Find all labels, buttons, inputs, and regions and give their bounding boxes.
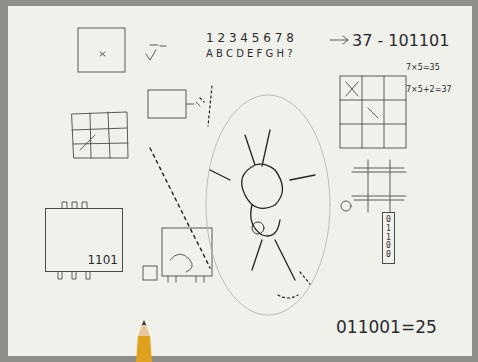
chip-pins [58, 202, 90, 279]
figure-sketch [210, 130, 315, 280]
hash-grid [352, 160, 406, 212]
box-lead [186, 102, 200, 106]
handwritten-note: 1 2 3 4 5 6 7 8 [206, 32, 294, 45]
tiny-square [143, 266, 157, 280]
ink-trail [150, 148, 210, 268]
handwritten-note: A B C D E F G H ? [206, 48, 292, 59]
oval-outline [206, 95, 330, 315]
grid-lines [340, 76, 406, 148]
handwritten-note: 7×5+2=37 [406, 86, 452, 95]
handwritten-note: 7×5=35 [406, 64, 440, 73]
tick-scribble [146, 45, 166, 60]
chip-box: 1101 [45, 208, 123, 272]
square-sketch [78, 28, 125, 72]
box-text: 01100 [386, 216, 391, 260]
small-circle [341, 201, 351, 211]
ink-spatter [200, 86, 310, 298]
handwritten-note: 37 - 101101 [352, 32, 449, 50]
handwritten-note: 011001=25 [336, 318, 437, 337]
box-text: 1101 [87, 253, 118, 267]
chip-detail [168, 254, 204, 282]
grid-3x3 [340, 76, 406, 148]
small-box [148, 90, 186, 118]
vertical-box: 01100 [382, 212, 395, 264]
paper [8, 6, 472, 356]
arrow-mark [330, 36, 348, 44]
pencil [136, 320, 152, 362]
figure-joint [252, 222, 264, 234]
grid-sketch [72, 112, 128, 158]
cross-mark [100, 52, 105, 56]
chip-sketch [162, 228, 212, 276]
